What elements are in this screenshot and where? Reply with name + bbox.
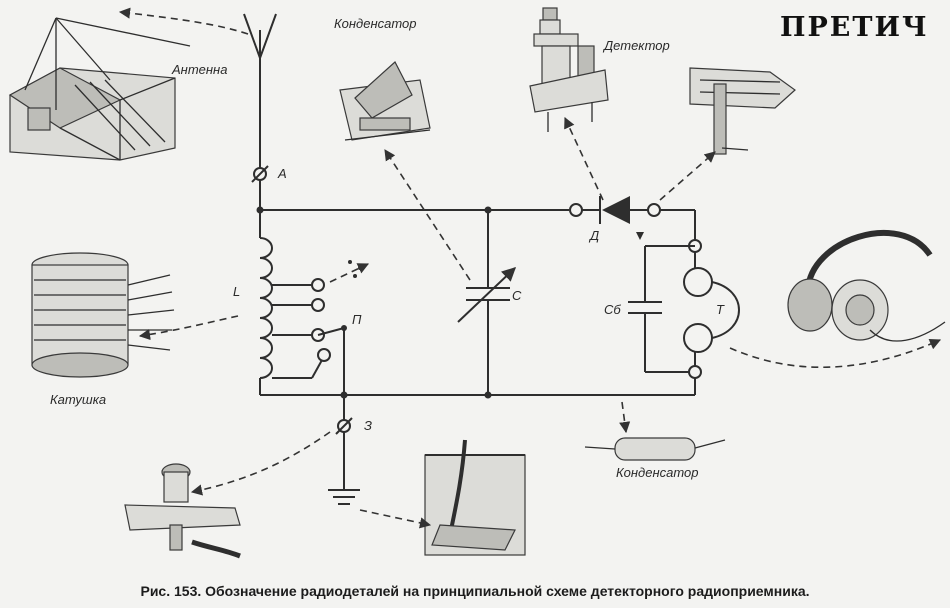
circuit-schematic [243, 13, 740, 505]
symbol-l: L [233, 284, 241, 299]
symbol-p: П [352, 312, 362, 327]
figure-caption: Рис. 153. Обозначение радиодеталей на пр… [140, 583, 810, 599]
label-detector: Детектор [604, 38, 670, 53]
symbol-cb: Сб [604, 302, 621, 317]
label-capacitor-top: Конденсатор [334, 16, 417, 31]
symbol-d: Д [590, 228, 600, 243]
label-coil: Катушка [50, 392, 107, 407]
watermark-logo: ПРЕТИЧ [780, 12, 929, 43]
detector-illustration [529, 7, 609, 132]
symbol-a: А [278, 166, 287, 181]
symbol-c: С [512, 288, 522, 303]
ground-illustration [424, 439, 526, 556]
tubular-capacitor-illustration [584, 437, 726, 461]
crystal-holder-illustration [689, 67, 796, 155]
symbol-t: Т [716, 302, 724, 317]
coil-illustration [31, 252, 175, 378]
headphones-illustration [787, 229, 946, 342]
symbol-z: З [364, 418, 372, 433]
label-antenna: Антенна [172, 62, 228, 77]
house-with-antenna-illustration [8, 17, 191, 161]
label-capacitor-bottom: Конденсатор [616, 465, 699, 480]
terminal-clamp-illustration [124, 463, 241, 559]
leader-arrows [118, 7, 942, 529]
variable-capacitor-illustration [339, 61, 431, 141]
